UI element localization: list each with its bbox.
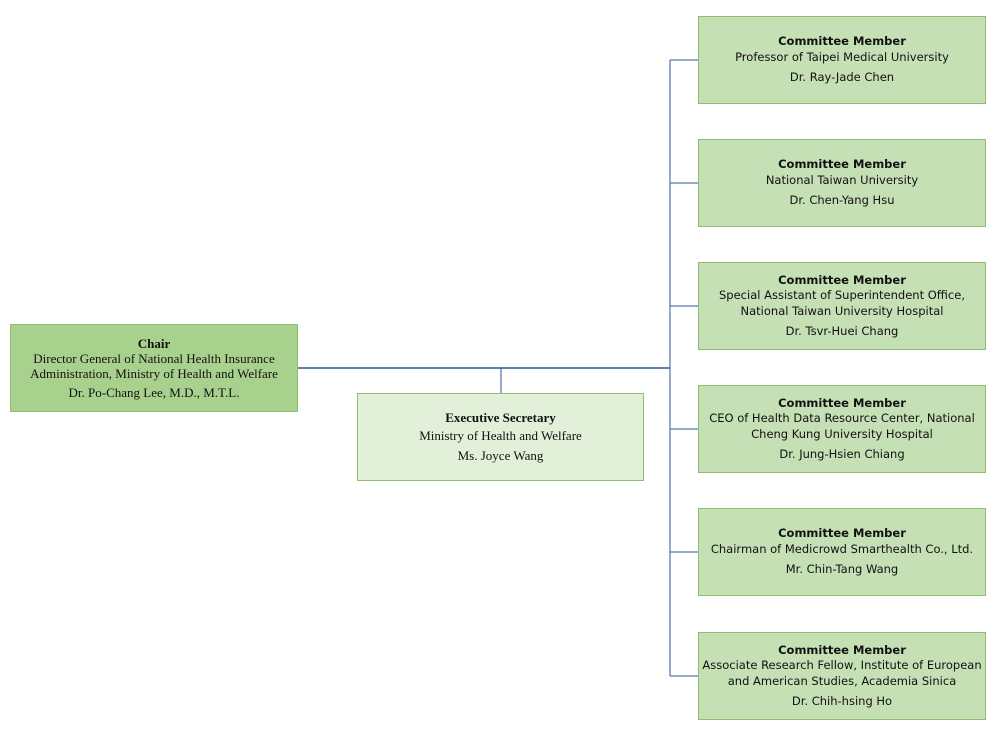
committee-member-affiliation: Special Assistant of Superintendent Offi… <box>719 288 965 318</box>
committee-member-affiliation: Associate Research Fellow, Institute of … <box>702 658 982 688</box>
committee-member-role: Committee Member <box>778 157 906 172</box>
committee-member-affiliation: National Taiwan University <box>765 172 919 187</box>
committee-member-role: Committee Member <box>778 34 906 49</box>
committee-member-box-6: Committee Member Associate Research Fell… <box>698 632 986 720</box>
committee-member-affiliation: Chairman of Medicrowd Smarthealth Co., L… <box>710 541 974 556</box>
committee-member-box-1: Committee Member Professor of Taipei Med… <box>698 16 986 104</box>
committee-member-box-2: Committee Member National Taiwan Univers… <box>698 139 986 227</box>
chair-description: Director General of National Health Insu… <box>30 351 278 381</box>
chair-name: Dr. Po-Chang Lee, M.D., M.T.L. <box>68 385 240 400</box>
committee-member-affiliation: CEO of Health Data Resource Center, Nati… <box>709 411 975 441</box>
committee-member-name: Dr. Chih-hsing Ho <box>791 694 893 708</box>
chair-role: Chair <box>137 336 171 351</box>
executive-secretary-box: Executive Secretary Ministry of Health a… <box>357 393 644 481</box>
committee-member-name: Dr. Jung-Hsien Chiang <box>779 447 905 461</box>
committee-member-box-4: Committee Member CEO of Health Data Reso… <box>698 385 986 473</box>
executive-secretary-description: Ministry of Health and Welfare <box>419 427 582 443</box>
committee-member-name: Dr. Ray-Jade Chen <box>789 70 895 85</box>
committee-member-role: Committee Member <box>778 526 906 541</box>
committee-member-role: Committee Member <box>778 272 906 287</box>
committee-member-affiliation: Professor of Taipei Medical University <box>735 49 949 64</box>
committee-member-box-3: Committee Member Special Assistant of Su… <box>698 262 986 350</box>
committee-member-name: Dr. Chen-Yang Hsu <box>789 193 895 208</box>
committee-member-role: Committee Member <box>778 642 906 657</box>
executive-secretary-name: Ms. Joyce Wang <box>457 447 544 463</box>
committee-member-role: Committee Member <box>778 395 906 410</box>
committee-member-box-5: Committee Member Chairman of Medicrowd S… <box>698 508 986 596</box>
committee-member-name: Dr. Tsvr-Huei Chang <box>785 324 899 338</box>
committee-member-name: Mr. Chin-Tang Wang <box>785 562 899 577</box>
executive-secretary-role: Executive Secretary <box>445 409 556 425</box>
chair-box: Chair Director General of National Healt… <box>10 324 298 412</box>
